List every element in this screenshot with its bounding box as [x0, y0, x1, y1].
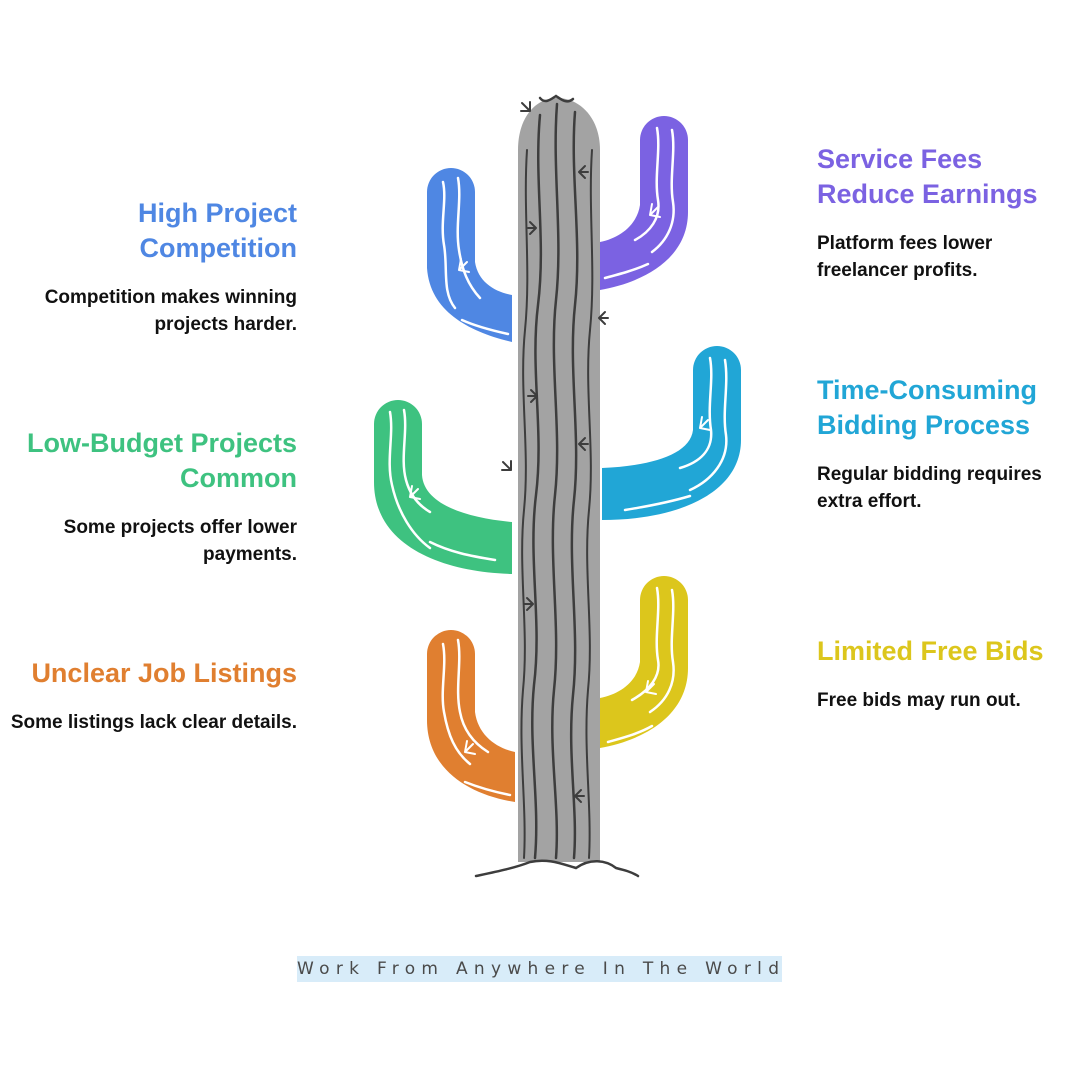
free-bids-description: Free bids may run out.: [817, 690, 1021, 711]
arm-purple: [600, 116, 688, 290]
free-bids-title: Limited Free Bids: [817, 636, 1044, 666]
arm-blue: [427, 168, 512, 342]
low-budget-title: Low-Budget Projects Common: [26, 428, 297, 493]
service-fees-description: Platform fees lower freelancer profits.: [817, 233, 993, 281]
cactus-trunk: [501, 94, 609, 862]
ground-line: [474, 859, 640, 878]
low-budget-description: Some projects offer lower payments.: [63, 517, 297, 565]
item-free-bids: Limited Free Bids Free bids may run out.: [817, 634, 1072, 714]
bidding-process-description: Regular bidding requires extra effort.: [817, 464, 1042, 512]
high-competition-title: High Project Competition: [137, 198, 297, 263]
item-low-budget: Low-Budget Projects Common Some projects…: [0, 426, 297, 568]
arm-cyan: [602, 346, 741, 520]
high-competition-description: Competition makes winning projects harde…: [44, 287, 297, 335]
service-fees-title: Service Fees Reduce Earnings: [817, 144, 1038, 209]
item-unclear-listings: Unclear Job Listings Some listings lack …: [0, 656, 297, 736]
item-high-competition: High Project Competition Competition mak…: [0, 196, 297, 338]
item-service-fees: Service Fees Reduce Earnings Platform fe…: [817, 142, 1067, 284]
bidding-process-title: Time-Consuming Bidding Process: [817, 375, 1038, 440]
arm-orange: [427, 630, 515, 802]
arm-yellow: [600, 576, 688, 748]
item-bidding-process: Time-Consuming Bidding Process Regular b…: [817, 373, 1072, 515]
unclear-listings-title: Unclear Job Listings: [31, 658, 297, 688]
arm-green: [374, 400, 512, 574]
unclear-listings-description: Some listings lack clear details.: [10, 712, 297, 733]
footer-tagline: Work From Anywhere In The World: [297, 956, 782, 982]
